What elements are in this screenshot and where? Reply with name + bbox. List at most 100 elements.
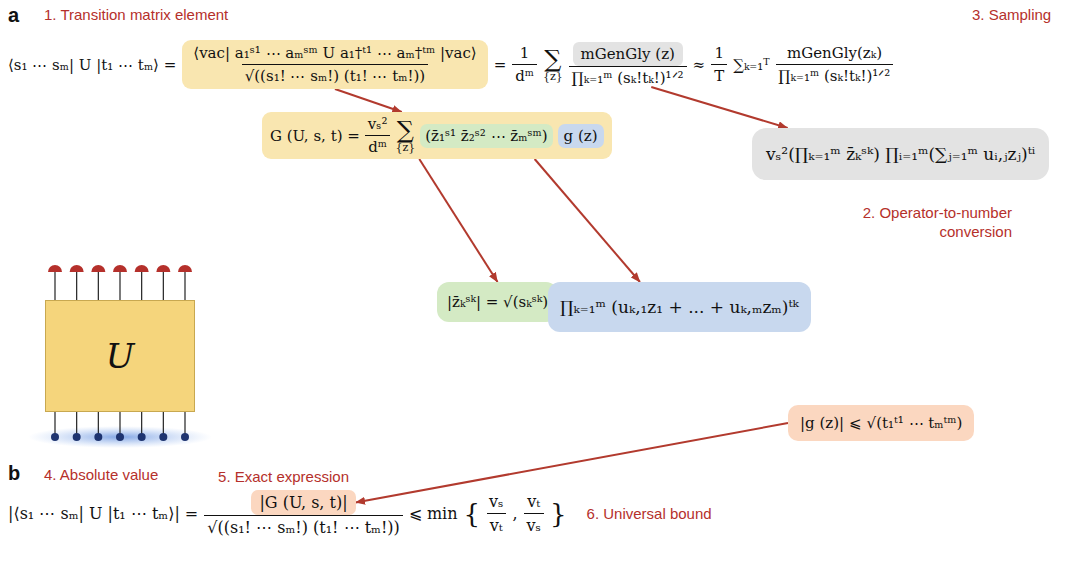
formula-text: vₜ xyxy=(524,492,543,513)
number-expression-box: vₛ²(∏ₖ₌₁ᵐ z̄ₖˢᵏ) ∏ᵢ₌₁ᵐ(∑ⱼ₌₁ᵐ uᵢ,ⱼzⱼ)ᵗⁱ xyxy=(752,128,1049,180)
step-label: 2. Operator-to-number conversion xyxy=(852,204,1012,242)
detector xyxy=(178,265,192,272)
formula-text: vₛ² xyxy=(365,115,391,135)
formula-text: ∏ₖ₌₁ᵐ (sₖ!tₖ!)¹ᐟ² xyxy=(569,66,687,87)
input-wire xyxy=(76,272,77,300)
formula-text: ⟨s₁ ⋯ sₘ| U |t₁ ⋯ tₘ⟩ = xyxy=(8,56,176,74)
flow-arrow xyxy=(335,89,402,112)
formula-text: = xyxy=(494,56,507,74)
input-wire xyxy=(54,272,55,300)
formula-text: vₛ²(∏ₖ₌₁ᵐ z̄ₖˢᵏ) ∏ᵢ₌₁ᵐ(∑ⱼ₌₁ᵐ uᵢ,ⱼzⱼ)ᵗⁱ xyxy=(766,144,1035,164)
formula-text: vₛ xyxy=(486,492,506,513)
photon xyxy=(73,433,81,441)
formula-text: U xyxy=(106,336,135,376)
detector xyxy=(70,265,84,272)
matrix-element-box: ⟨vac| a₁ˢ¹ ⋯ aₘˢᵐ U a₁†ᵗ¹ ⋯ aₘ†ᵗᵐ |vac⟩√… xyxy=(182,40,487,89)
formula-text: dᵐ xyxy=(365,135,390,156)
photon xyxy=(138,433,146,441)
formula-text: 1 xyxy=(517,44,533,64)
frac-group: vₛvₜ xyxy=(486,492,506,535)
formula-text: {z} xyxy=(395,142,415,153)
formula-text: g (z) xyxy=(564,127,598,145)
detector xyxy=(135,265,149,272)
formula-text: |⟨s₁ ⋯ sₘ| U |t₁ ⋯ tₘ⟩| = xyxy=(8,504,198,523)
formula-text: ≈ xyxy=(693,56,706,74)
photon xyxy=(94,433,102,441)
detector xyxy=(113,265,127,272)
formula-text: |z̄ₖˢᵏ| = √(sₖˢᵏ) xyxy=(447,293,548,311)
frac-group: 1T xyxy=(711,44,727,85)
formula-text: { xyxy=(464,499,481,529)
frac-group: ⟨vac| a₁ˢ¹ ⋯ aₘˢᵐ U a₁†ᵗ¹ ⋯ aₘ†ᵗᵐ |vac⟩√… xyxy=(190,44,479,85)
cellrow-group: ⟨vac| a₁ˢ¹ ⋯ aₘˢᵐ U a₁†ᵗ¹ ⋯ aₘ†ᵗᵐ |vac⟩√… xyxy=(190,44,479,85)
panel-letter: a xyxy=(8,4,19,27)
frac-group: 1dᵐ xyxy=(512,44,537,85)
frac-group: |G (U, s, t)| √((s₁! ⋯ sₘ!) (t₁! ⋯ tₘ!)) xyxy=(204,490,403,537)
exact-expression-box: |G (U, s, t)| xyxy=(251,490,355,515)
formula-text: ∏ₖ₌₁ᵐ (uₖ,₁z₁ + ... + uₖ,ₘzₘ)ᵗᵏ xyxy=(560,297,799,317)
step-label: 3. Sampling xyxy=(972,6,1051,23)
formula-text: , xyxy=(512,504,517,523)
input-wire xyxy=(119,272,120,300)
step-label: 5. Exact expression xyxy=(218,468,349,485)
formula-text: {z} xyxy=(543,71,563,82)
frac-group: vₜvₛ xyxy=(524,492,544,535)
formula-text: ∑ xyxy=(397,118,414,142)
photon xyxy=(181,433,189,441)
cellrow-group: G (U, s, t) =vₛ²dᵐ∑{z}(z̄₁ˢ¹ z̄₂ˢ² ⋯ z̄ₘ… xyxy=(270,115,604,156)
formula-text: vₛ xyxy=(524,513,544,535)
photon xyxy=(51,433,59,441)
output-wire xyxy=(119,412,120,434)
g-term-box: g (z) xyxy=(558,124,604,148)
detector xyxy=(48,265,62,272)
row-group: |⟨s₁ ⋯ sₘ| U |t₁ ⋯ tₘ⟩| = |G (U, s, t)| √(… xyxy=(8,490,712,537)
formula-text: |g (z)| ⩽ √(t₁ᵗ¹ ⋯ tₘᵗᵐ) xyxy=(800,414,962,432)
flow-arrow xyxy=(356,423,788,503)
input-wire xyxy=(141,272,142,300)
modulus-box: |z̄ₖˢᵏ| = √(sₖˢᵏ) xyxy=(437,282,558,322)
frac-group: mGenGly(zₖ)∏ₖ₌₁ᵐ (sₖ!tₖ!)¹ᐟ² xyxy=(776,44,894,85)
output-wire xyxy=(76,412,77,434)
step-label: 1. Transition matrix element xyxy=(44,6,228,23)
sum-group: ∑{z} xyxy=(543,47,563,82)
output-wire xyxy=(141,412,142,434)
output-wire xyxy=(184,412,185,434)
formula-text: √((s₁! ⋯ sₘ!) (t₁! ⋯ tₘ!)) xyxy=(242,64,429,85)
output-wire xyxy=(54,412,55,434)
sum-group: ∑{z} xyxy=(395,118,415,153)
formula-text: G (U, s, t) = xyxy=(270,127,360,145)
formula-text: √((s₁! ⋯ sₘ!) (t₁! ⋯ tₘ!)) xyxy=(204,515,403,537)
photon xyxy=(116,433,124,441)
formula-text: 1 xyxy=(711,44,727,64)
formula-text: ∑ₖ₌₁ᵀ xyxy=(733,56,769,74)
detector xyxy=(156,265,170,272)
output-wire xyxy=(98,412,99,434)
g-function-box: G (U, s, t) =vₛ²dᵐ∑{z}(z̄₁ˢ¹ z̄₂ˢ² ⋯ z̄ₘ… xyxy=(262,112,612,159)
photon xyxy=(159,433,167,441)
generating-function-box: mGenGly (z)∏ₖ₌₁ᵐ (sₖ!tₖ!)¹ᐟ² xyxy=(569,42,687,87)
formula-text: mGenGly(zₖ) xyxy=(784,44,885,64)
formula-text: } xyxy=(550,499,567,529)
cellrow-group: mGenGly (z)∏ₖ₌₁ᵐ (sₖ!tₖ!)¹ᐟ² xyxy=(569,42,687,87)
flow-arrow xyxy=(535,159,640,282)
frac-group: vₛ²dᵐ xyxy=(365,115,391,156)
row-group: ⟨s₁ ⋯ sₘ| U |t₁ ⋯ tₘ⟩ = ⟨vac| a₁ˢ¹ ⋯ aₘˢᵐ… xyxy=(8,40,893,89)
formula-text: ⩽ min xyxy=(409,504,458,523)
step-label: 6. Universal bound xyxy=(587,505,712,522)
formula-text: ∑ xyxy=(544,47,561,71)
frac-group: mGenGly (z)∏ₖ₌₁ᵐ (sₖ!tₖ!)¹ᐟ² xyxy=(569,42,687,87)
step-label: 4. Absolute value xyxy=(44,466,158,483)
bound-box: |g (z)| ⩽ √(t₁ᵗ¹ ⋯ tₘᵗᵐ) xyxy=(788,405,974,441)
formula-text: (z̄₁ˢ¹ z̄₂ˢ² ⋯ z̄ₘˢᵐ) xyxy=(425,127,547,145)
input-wire xyxy=(98,272,99,300)
formula-text: ⟨vac| a₁ˢ¹ ⋯ aₘˢᵐ U a₁†ᵗ¹ ⋯ aₘ†ᵗᵐ |vac⟩ xyxy=(190,44,479,64)
conjugate-term-box: (z̄₁ˢ¹ z̄₂ˢ² ⋯ z̄ₘˢᵐ) xyxy=(420,124,552,148)
formula-text: vₜ xyxy=(487,513,506,535)
product-box: ∏ₖ₌₁ᵐ (uₖ,₁z₁ + ... + uₖ,ₘzₘ)ᵗᵏ xyxy=(548,282,811,332)
input-wire xyxy=(184,272,185,300)
panel-letter: b xyxy=(8,462,20,485)
detector xyxy=(91,265,105,272)
formula-text: |G (U, s, t)| xyxy=(259,493,347,512)
unitary-box: U xyxy=(45,300,195,412)
